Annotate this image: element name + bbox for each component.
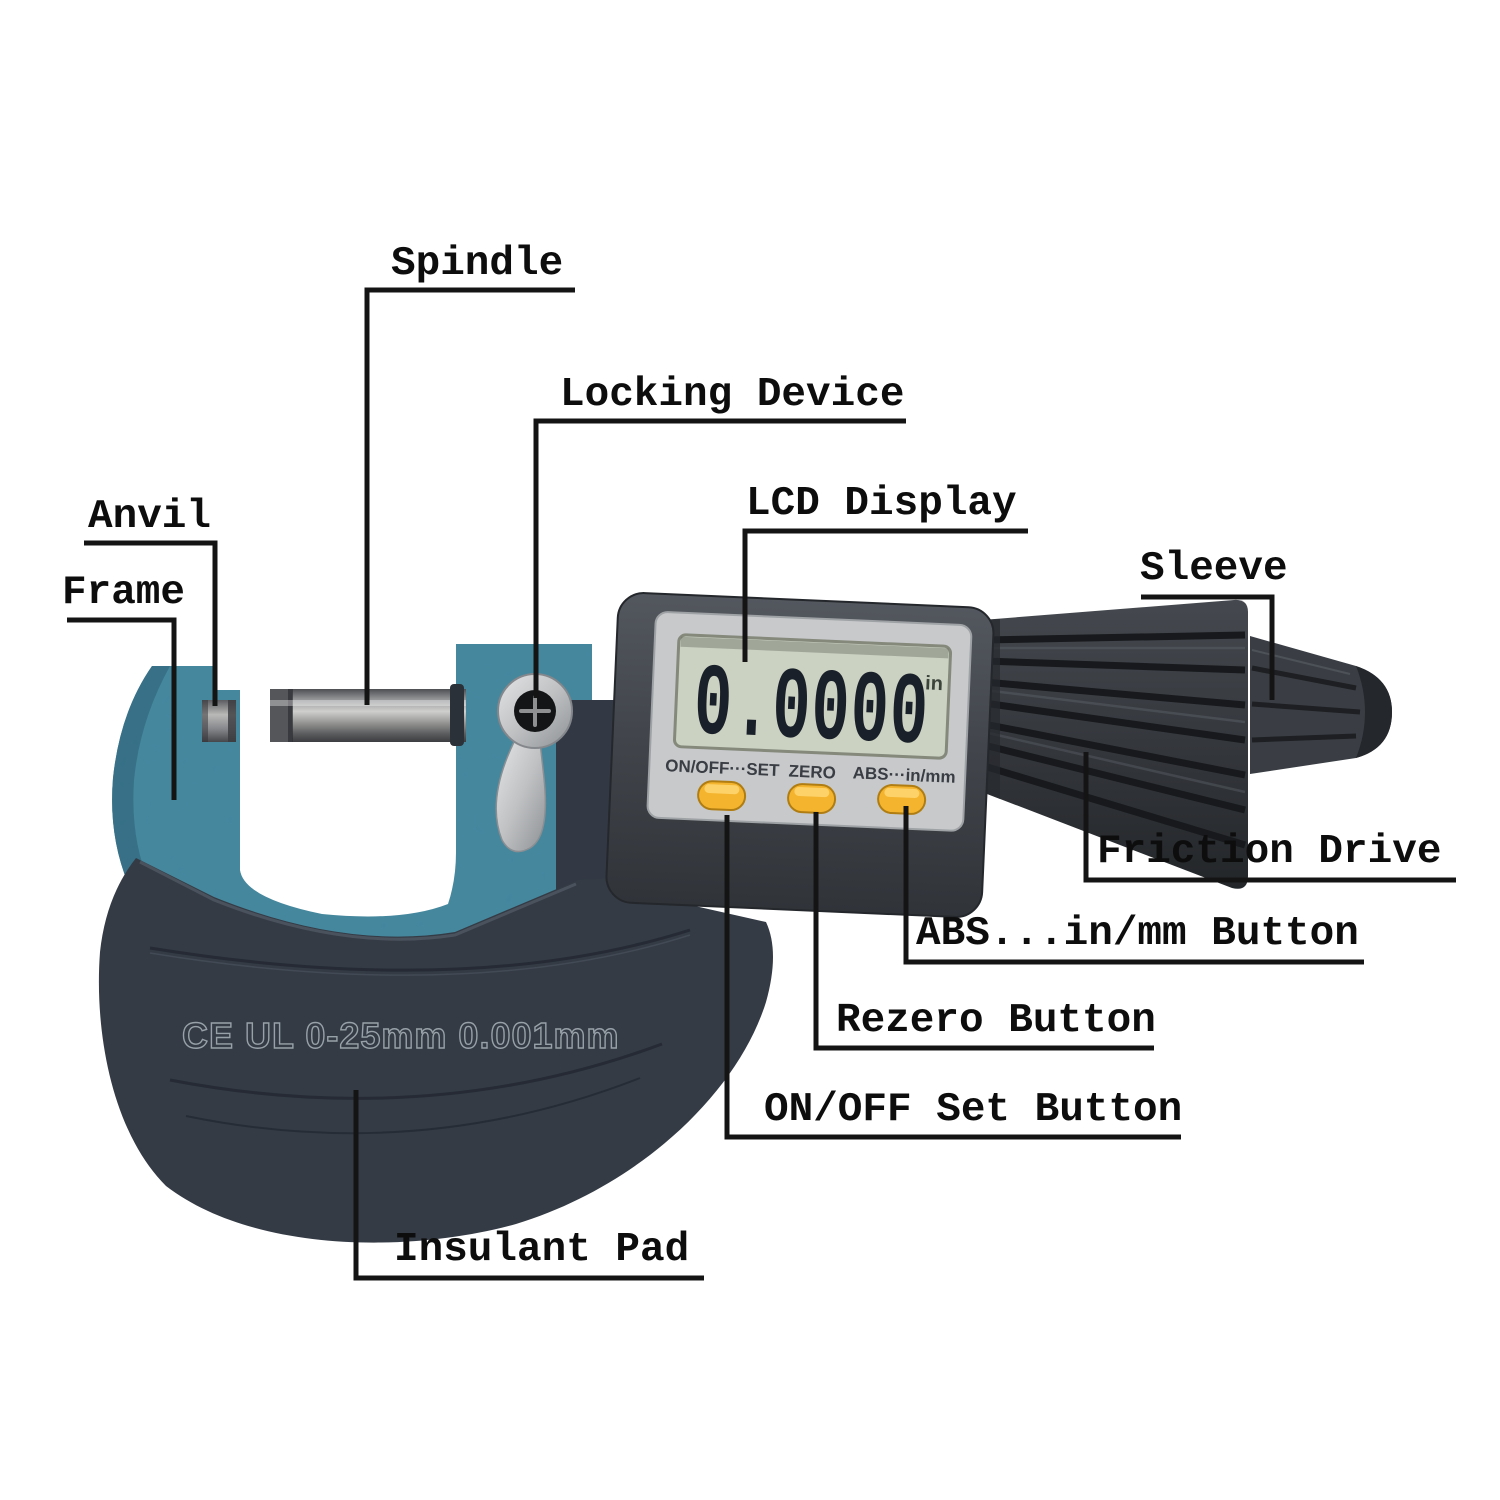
sleeve-tip-cap (1356, 666, 1392, 758)
frame-label: Frame (62, 570, 186, 616)
abs-in-mm-button-label: ABS...in/mm Button (916, 911, 1359, 957)
body-top-sheen (139, 860, 577, 941)
locking-screw-cross (519, 695, 551, 727)
body-engraving: CE UL 0-25mm 0.001mm (182, 1015, 620, 1056)
spindle-callout-line (364, 287, 575, 705)
sleeve (1250, 636, 1392, 774)
friction-drive-label: Friction Drive (1097, 829, 1442, 875)
body-shape (98, 858, 773, 1243)
callout-lines (67, 287, 1456, 1281)
body-groove-1 (149, 928, 691, 972)
anvil (202, 700, 236, 742)
lcd-unit-label: in (925, 672, 944, 695)
sleeve-callout-line (1141, 594, 1275, 700)
lcd-value: 0.0000 (691, 648, 931, 774)
friction-drive-callout-line (1083, 752, 1456, 883)
button-label-abs: ABS···in/mm (852, 763, 956, 786)
button-label-zero: ZERO (788, 762, 836, 783)
frame-opening (240, 686, 456, 917)
sleeve-label: Sleeve (1140, 546, 1288, 592)
locking-device-label: Locking Device (560, 372, 905, 418)
insulant-pad-callout-line (353, 1090, 704, 1281)
lcd-display-callout-line (742, 528, 1028, 662)
frame-callout-line (67, 617, 177, 800)
lcd-unit: 0.0000 in ON/OFF···SET ZERO ABS···in/mm (605, 592, 995, 918)
rezero-button-callout-line (813, 812, 1154, 1051)
abs-button-callout-line (903, 806, 1364, 965)
frame-arm-shade (112, 666, 170, 888)
button-label-onoff: ON/OFF···SET (665, 756, 781, 780)
spindle-end-cap (270, 689, 292, 742)
body-groove-1-light (149, 934, 691, 976)
locking-device-callout-line (533, 418, 906, 698)
body-groove-3 (185, 1077, 641, 1135)
spindle-label: Spindle (391, 241, 564, 287)
anvil-label: Anvil (88, 494, 212, 540)
rezero-button-label: Rezero Button (836, 998, 1156, 1044)
insulant-pad-body: CE UL 0-25mm 0.001mm (98, 858, 773, 1243)
body-groove-2 (169, 1042, 663, 1100)
locking-lever-handle (495, 741, 547, 853)
onoff-button-callout-line (724, 815, 1181, 1140)
lcd-screen (673, 633, 953, 760)
insulant-pad-label: Insulant Pad (394, 1227, 690, 1273)
locking-device (495, 673, 573, 853)
anvil-callout-line (84, 540, 218, 706)
friction-drive (982, 599, 1248, 889)
lcd-display-label: LCD Display (746, 481, 1017, 527)
on-off-set-button-label: ON/OFF Set Button (764, 1087, 1183, 1133)
lcd-screen-shadow (680, 636, 949, 659)
